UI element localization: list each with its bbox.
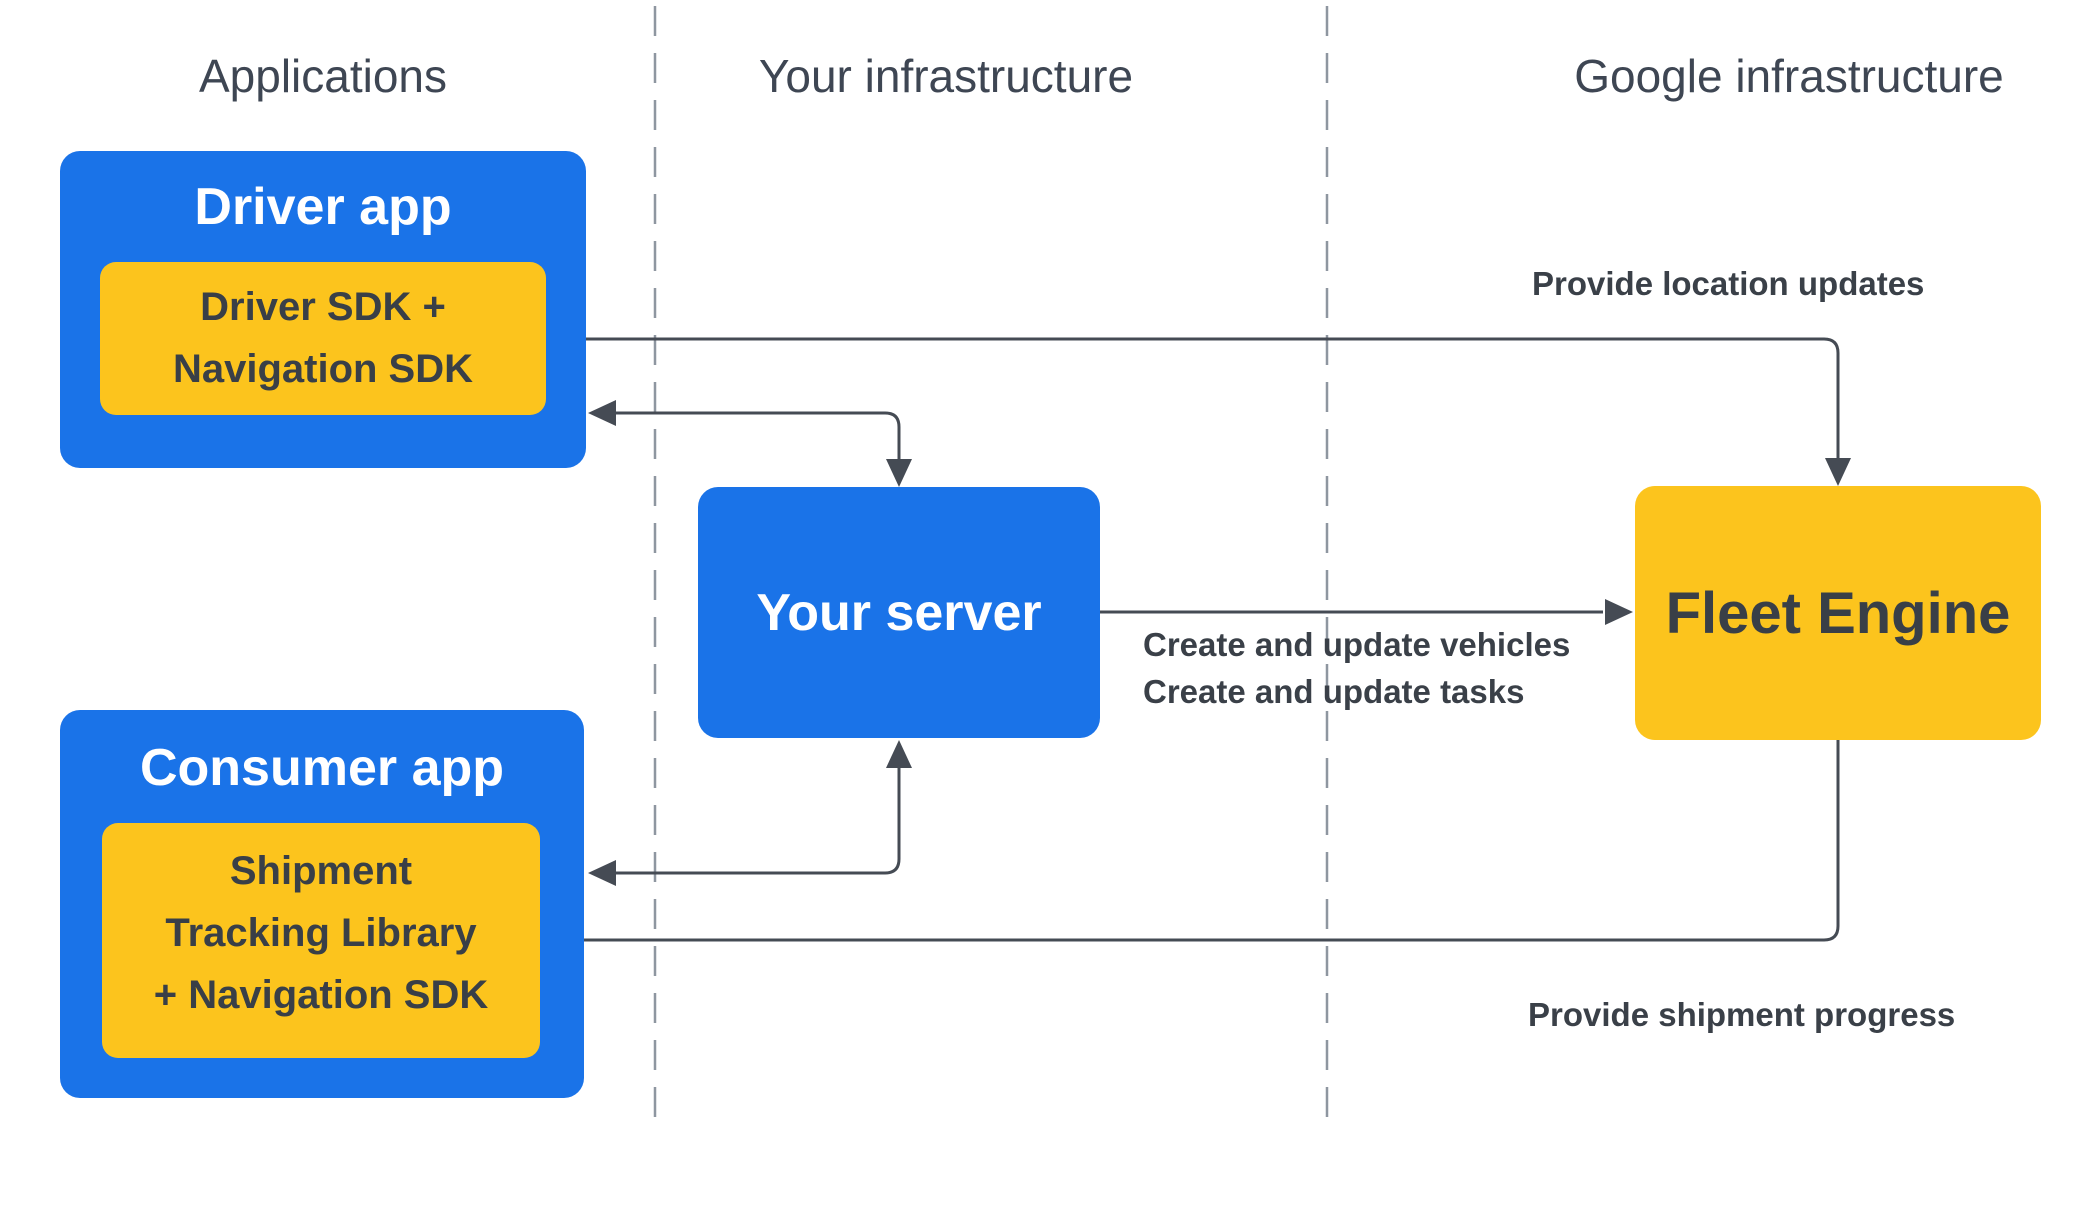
driver-sdk-line: Navigation SDK <box>172 347 474 391</box>
arrow-provide-shipment-progress <box>542 740 1840 953</box>
arrowhead-into-consumer-app <box>588 860 616 886</box>
arrowhead-into-driver-app <box>588 400 616 426</box>
label-provide-shipment-progress: Provide shipment progress <box>1528 996 1956 1033</box>
column-header-google-infrastructure: Google infrastructure <box>1574 50 2004 102</box>
arrowhead-into-fleet-engine-left <box>1605 599 1633 625</box>
shipment-tracking-library-box: Shipment Tracking Library + Navigation S… <box>102 823 540 1058</box>
arrow-provide-location-updates <box>548 326 1851 486</box>
label-create-and-update: Create and update vehicles Create and up… <box>1143 622 1570 715</box>
your-server-title: Your server <box>756 583 1042 642</box>
arrow-your-server-consumer-app <box>588 740 912 886</box>
your-server-node: Your server <box>698 487 1100 738</box>
column-header-applications: Applications <box>198 50 448 102</box>
shipment-library-line: + Navigation SDK <box>153 973 489 1017</box>
consumer-app-title: Consumer app <box>139 739 505 797</box>
arrowhead-into-fleet-engine-top <box>1825 458 1851 486</box>
label-create-update-tasks: Create and update tasks <box>1143 672 1525 710</box>
driver-app-node: Driver app Driver SDK + Navigation SDK <box>60 151 586 468</box>
shipment-library-line: Shipment <box>229 849 413 893</box>
column-header-your-infrastructure: Your infrastructure <box>758 50 1134 102</box>
shipment-library-line: Tracking Library <box>165 911 477 955</box>
driver-sdk-box: Driver SDK + Navigation SDK <box>100 262 546 415</box>
driver-sdk-line: Driver SDK + <box>200 285 446 329</box>
arrowhead-into-your-server-bottom <box>886 740 912 768</box>
arrowhead-into-your-server-top <box>886 459 912 487</box>
fleet-engine-node: Fleet Engine <box>1635 486 2041 740</box>
fleet-engine-title: Fleet Engine <box>1665 580 2011 646</box>
arrow-driver-app-your-server <box>588 400 912 487</box>
driver-app-title: Driver app <box>194 178 452 236</box>
consumer-app-node: Consumer app Shipment Tracking Library +… <box>60 710 584 1098</box>
arrow-create-and-update <box>1100 599 1633 625</box>
label-provide-location-updates: Provide location updates <box>1532 265 1925 302</box>
label-create-update-vehicles: Create and update vehicles <box>1143 626 1571 663</box>
